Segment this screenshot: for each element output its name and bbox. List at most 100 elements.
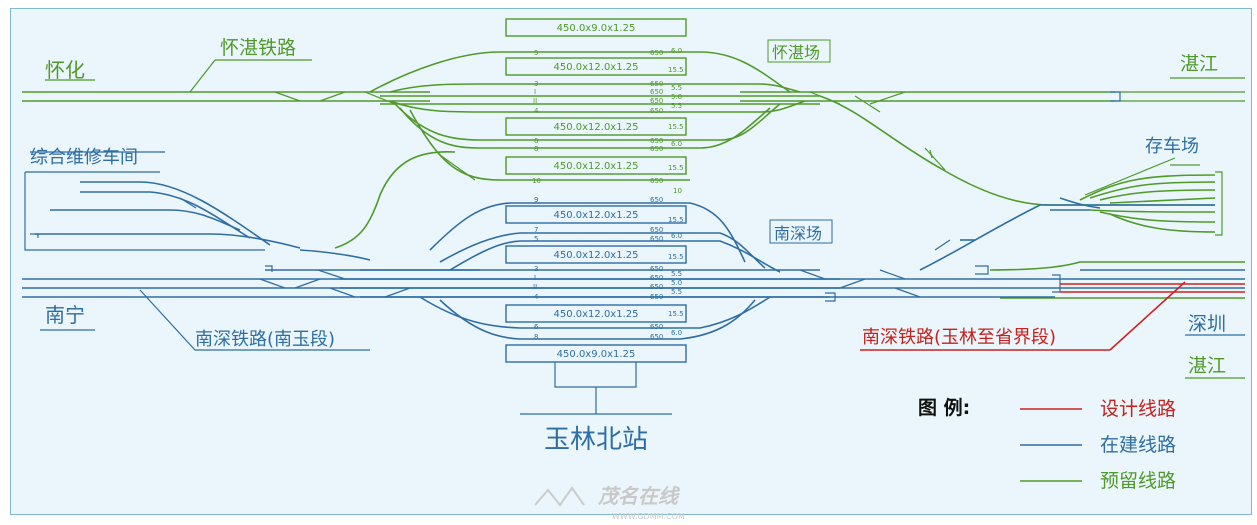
platform-8-label: 450.0x9.0x1.25 — [557, 349, 636, 360]
track-label: 3 — [534, 265, 538, 273]
label-nanshen-railway-yulin: 南深铁路(玉林至省界段) — [862, 327, 1056, 348]
platform-5-label: 450.0x12.0x1.25 — [554, 210, 639, 221]
platform-1 — [505, 18, 687, 37]
top-track-numbers: 5 3 I II 4 6 8 10 650 650 650 650 650 65… — [532, 47, 684, 195]
track-length: 650 — [650, 274, 663, 282]
legend: 图 例: 设计线路 在建线路 预留线路 — [918, 396, 1176, 492]
track-spacing: 5.0 — [671, 279, 682, 287]
label-nanning: 南宁 — [45, 303, 85, 327]
platform-2-label: 450.0x12.0x1.25 — [554, 62, 639, 73]
track-length: 650 — [650, 137, 663, 145]
watermark: 茂名在线 WWW.GDMM.COM — [534, 484, 685, 521]
platform-6 — [505, 245, 687, 264]
label-huaizhan-yard: 怀湛场 — [772, 43, 820, 62]
platform-8 — [505, 344, 687, 363]
track-label: 3 — [534, 80, 538, 88]
label-huaizhan-railway: 怀湛铁路 — [220, 37, 296, 59]
platform-2 — [505, 57, 687, 76]
track-length: 650 — [650, 145, 663, 153]
track-length: 650 — [650, 88, 663, 96]
track-length: 650 — [650, 333, 663, 341]
track-spacing: 5.5 — [671, 84, 682, 92]
watermark-text: 茂名在线 — [597, 484, 681, 508]
label-huaihua: 怀化 — [45, 58, 85, 82]
label-shenzhen: 深圳 — [1188, 313, 1226, 335]
track-length: 650 — [650, 107, 663, 115]
track-spacing: 5.5 — [671, 270, 682, 278]
bottom-track-numbers: 9 7 5 3 I II 4 6 8 650 650 650 650 650 6… — [533, 196, 684, 341]
platforms — [505, 18, 687, 415]
track-length: 650 — [650, 49, 663, 57]
platform-5 — [505, 205, 687, 224]
track-length: 650 — [650, 226, 663, 234]
place-labels: 怀化 怀湛铁路 怀湛场 湛江 综合维修车间 存车场 南深场 南宁 南深铁路(南玉… — [30, 37, 1245, 455]
track-length: 650 — [650, 177, 663, 185]
legend-reserved-label: 预留线路 — [1100, 470, 1176, 492]
label-storage-yard: 存车场 — [1145, 136, 1199, 157]
station-name: 玉林北站 — [544, 425, 648, 455]
track-spacing: 6.0 — [671, 47, 682, 55]
platform-labels: 450.0x9.0x1.25 450.0x12.0x1.25 450.0x12.… — [554, 23, 639, 360]
track-length: 650 — [650, 97, 663, 105]
track-label: 5 — [534, 49, 538, 57]
track-label: II — [533, 283, 537, 291]
platform-7-label: 450.0x12.0x1.25 — [554, 309, 639, 320]
track-spacing: 15.5 — [668, 123, 684, 131]
nanshen-line-group — [22, 91, 1245, 351]
track-label: I — [534, 88, 536, 96]
track-spacing: 15.5 — [668, 216, 684, 224]
huaizhan-yard-box — [767, 39, 831, 63]
huaizhan-line-group — [22, 51, 1245, 299]
track-length: 650 — [650, 265, 663, 273]
track-spacing: 5.5 — [671, 288, 682, 296]
label-zhanjiang-bottom: 湛江 — [1188, 355, 1226, 377]
track-length: 650 — [650, 235, 663, 243]
legend-design-label: 设计线路 — [1100, 398, 1176, 420]
track-label: 6 — [534, 323, 539, 331]
track-spacing: 15.5 — [668, 66, 684, 74]
track-label: 7 — [534, 226, 538, 234]
track-spacing: 6.0 — [671, 329, 682, 337]
track-label: 5 — [534, 235, 538, 243]
track-label: 4 — [534, 107, 539, 115]
legend-construction-label: 在建线路 — [1100, 434, 1176, 456]
platform-7 — [505, 304, 687, 323]
track-spacing: 15.5 — [668, 310, 684, 318]
track-spacing: 6.0 — [671, 232, 682, 240]
platform-3 — [505, 117, 687, 136]
watermark-url: WWW.GDMM.COM — [612, 512, 685, 521]
label-nanshen-yard: 南深场 — [774, 224, 822, 243]
track-spacing: 10 — [673, 187, 682, 195]
track-length: 650 — [650, 283, 663, 291]
track-length: 650 — [650, 196, 663, 204]
platform-6-label: 450.0x12.0x1.25 — [554, 250, 639, 261]
label-zhanjiang-top: 湛江 — [1180, 53, 1218, 75]
track-label: I — [534, 274, 536, 282]
track-length: 650 — [650, 323, 663, 331]
label-maintenance-depot: 综合维修车间 — [30, 147, 138, 168]
track-label: II — [533, 97, 537, 105]
label-nanshen-railway-nanyu: 南深铁路(南玉段) — [195, 329, 335, 350]
platform-3-label: 450.0x12.0x1.25 — [554, 122, 639, 133]
track-spacing: 15.5 — [668, 164, 684, 172]
track-spacing: 6.0 — [671, 140, 682, 148]
track-spacing: 5.5 — [671, 102, 682, 110]
track-label: 4 — [534, 293, 539, 301]
track-length: 650 — [650, 80, 663, 88]
track-label: 8 — [534, 333, 538, 341]
track-spacing: 5.0 — [671, 93, 682, 101]
platform-1-label: 450.0x9.0x1.25 — [557, 23, 636, 34]
track-length: 650 — [650, 293, 663, 301]
watermark-logo-icon — [534, 486, 585, 507]
track-label: 8 — [534, 145, 538, 153]
track-spacing: 15.5 — [668, 253, 684, 261]
legend-title: 图 例: — [918, 396, 970, 419]
design-line-group — [860, 281, 1245, 351]
track-label: 9 — [534, 196, 538, 204]
nanshen-yard-box — [769, 219, 833, 244]
track-label: 10 — [532, 177, 541, 185]
track-label: 6 — [534, 137, 539, 145]
platform-4 — [505, 156, 687, 175]
platform-4-label: 450.0x12.0x1.25 — [554, 161, 639, 172]
